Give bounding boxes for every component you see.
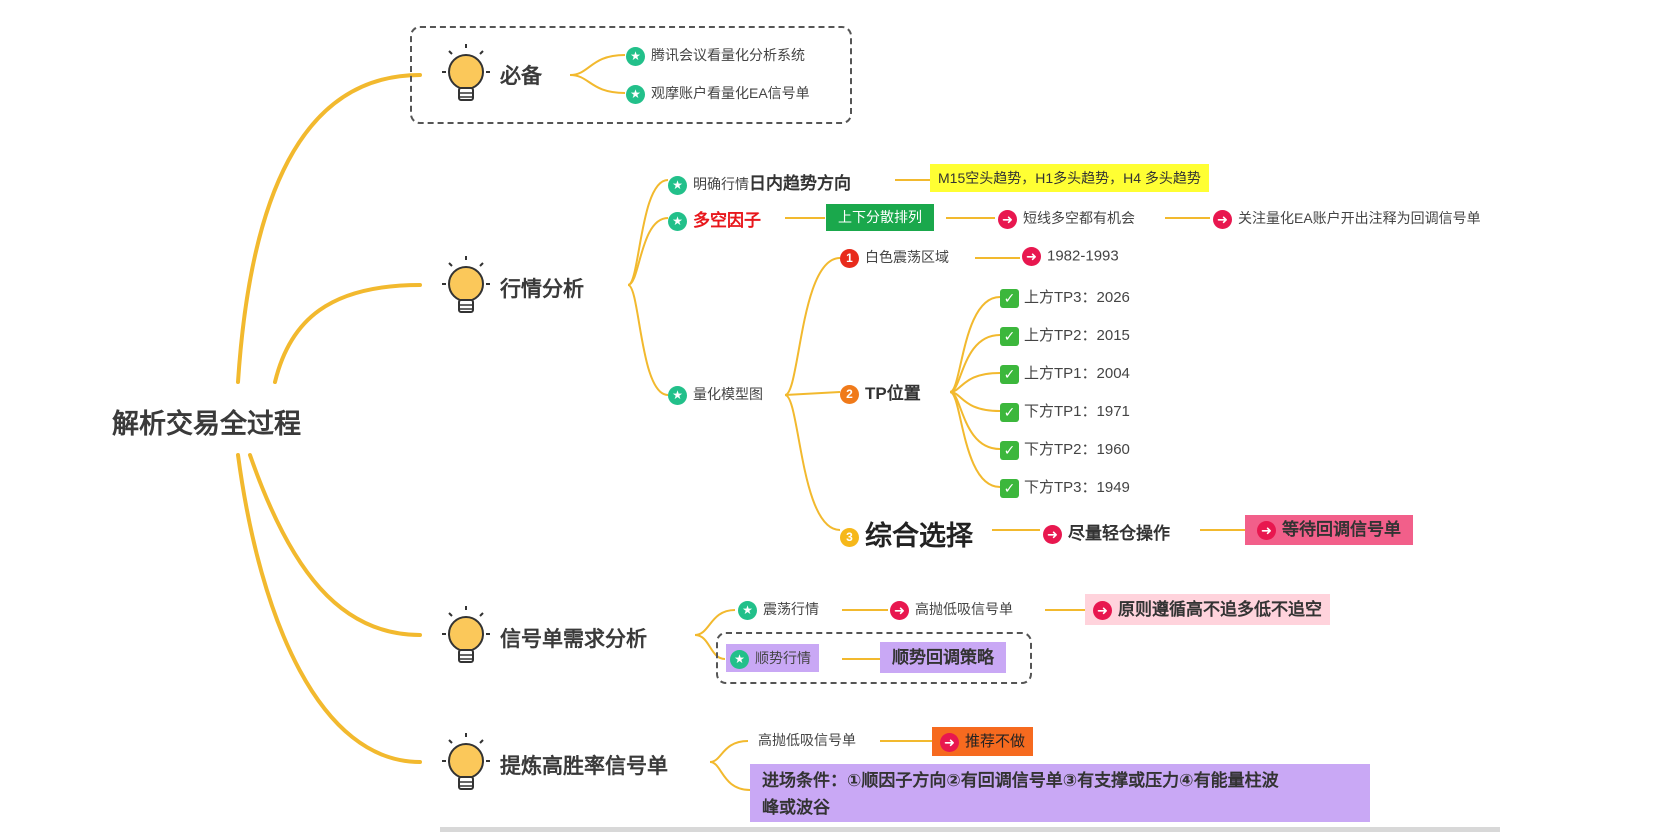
checkmark-icon: ✓ [1000, 478, 1019, 498]
choice-step1[interactable]: ➜尽量轻仓操作 [1043, 519, 1170, 545]
tp-item[interactable]: ✓下方TP2：1960 [1000, 438, 1130, 460]
arrow-right-icon: ➜ [1257, 521, 1276, 541]
checkmark-icon: ✓ [1000, 440, 1019, 460]
root-to-bibei [236, 73, 422, 384]
tilian-item1[interactable]: 高抛低吸信号单 [758, 732, 856, 748]
arrow-right-icon: ➜ [940, 732, 959, 752]
hangqing-factor-step1[interactable]: ➜短线多空都有机会 [998, 208, 1135, 229]
number-three-icon: 3 [840, 528, 859, 548]
xinhao-trend-strategy[interactable]: 顺势回调策略 [880, 642, 1006, 673]
star-icon: ★ [626, 84, 645, 104]
branch-xinhao[interactable]: 信号单需求分析 [500, 628, 647, 651]
branch-hangqing[interactable]: 行情分析 [500, 278, 584, 301]
bulb-icon [442, 256, 490, 313]
choice-step2[interactable]: ➜等待回调信号单 [1245, 515, 1413, 545]
bulb-icon [442, 44, 490, 101]
bulb-icon [442, 733, 490, 790]
arrow-right-icon: ➜ [998, 209, 1017, 229]
branch-bibei[interactable]: 必备 [500, 65, 542, 88]
number-one-icon: 1 [840, 248, 859, 268]
checkmark-icon: ✓ [1000, 326, 1019, 346]
star-icon: ★ [738, 600, 757, 620]
tp-item[interactable]: ✓下方TP3：1949 [1000, 476, 1130, 498]
tp-item[interactable]: ✓上方TP1：2004 [1000, 362, 1130, 384]
checkmark-icon: ✓ [1000, 288, 1019, 308]
tp-item[interactable]: ✓上方TP2：2015 [1000, 324, 1130, 346]
star-icon: ★ [626, 46, 645, 66]
bibei-group-frame [410, 26, 852, 124]
xinhao-trend-node[interactable]: ★顺势行情 [726, 644, 819, 672]
checkmark-icon: ✓ [1000, 364, 1019, 384]
model-zone-value[interactable]: ➜1982-1993 [1022, 247, 1119, 266]
hangqing-trend-node[interactable]: ★明确行情日内趋势方向 [668, 169, 851, 195]
xinhao-range-step2[interactable]: ➜原则遵循高不追多低不追空 [1085, 594, 1330, 625]
xinhao-range-node[interactable]: ★震荡行情 [738, 599, 819, 620]
star-icon: ★ [668, 175, 687, 195]
checkmark-icon: ✓ [1000, 402, 1019, 422]
bulb-icon [442, 606, 490, 663]
arrow-right-icon: ➜ [1043, 525, 1062, 545]
tp-item[interactable]: ✓上方TP3：2026 [1000, 286, 1130, 308]
tilian-item1-tag[interactable]: ➜推荐不做 [932, 727, 1034, 756]
arrow-right-icon: ➜ [1022, 247, 1041, 266]
xinhao-trend-group-frame [716, 632, 1032, 684]
hangqing-factor-step2[interactable]: ➜关注量化EA账户开出注释为回调信号单 [1213, 208, 1481, 229]
xinhao-range-step1[interactable]: ➜高抛低吸信号单 [890, 599, 1013, 620]
arrow-right-icon: ➜ [1213, 209, 1232, 229]
number-two-icon: 2 [840, 385, 859, 405]
hangqing-model-node[interactable]: ★量化模型图 [668, 384, 763, 405]
arrow-right-icon: ➜ [1093, 601, 1112, 621]
root-to-xinhao [248, 453, 422, 637]
hangqing-factor-tag[interactable]: 上下分散排列 [826, 204, 934, 231]
star-icon: ★ [730, 649, 749, 669]
tilian-item2-line1: 进场条件：①顺因子方向②有回调信号单③有支撑或压力④有能量柱波 [762, 771, 1279, 790]
branch-tilian[interactable]: 提炼高胜率信号单 [500, 755, 668, 778]
root-to-tilian [236, 453, 422, 764]
hangqing-trend-result[interactable]: M15空头趋势，H1多头趋势，H4 多头趋势 [930, 164, 1209, 192]
root-topic[interactable]: 解析交易全过程 [112, 409, 301, 439]
root-to-hangqing [273, 283, 422, 384]
tilian-item2[interactable]: 进场条件：①顺因子方向②有回调信号单③有支撑或压力④有能量柱波 峰或波谷 [750, 764, 1370, 822]
bibei-item-2[interactable]: ★观摩账户看量化EA信号单 [626, 83, 810, 104]
horizontal-scrollbar[interactable] [440, 827, 1500, 832]
bibei-item-1[interactable]: ★腾讯会议看量化分析系统 [626, 45, 805, 66]
tp-item[interactable]: ✓下方TP1：1971 [1000, 400, 1130, 422]
star-icon: ★ [668, 212, 687, 232]
tilian-item2-line2: 峰或波谷 [762, 798, 830, 817]
hangqing-factor-node[interactable]: ★多空因子 [668, 206, 761, 232]
star-icon: ★ [668, 385, 687, 405]
arrow-right-icon: ➜ [890, 600, 909, 620]
